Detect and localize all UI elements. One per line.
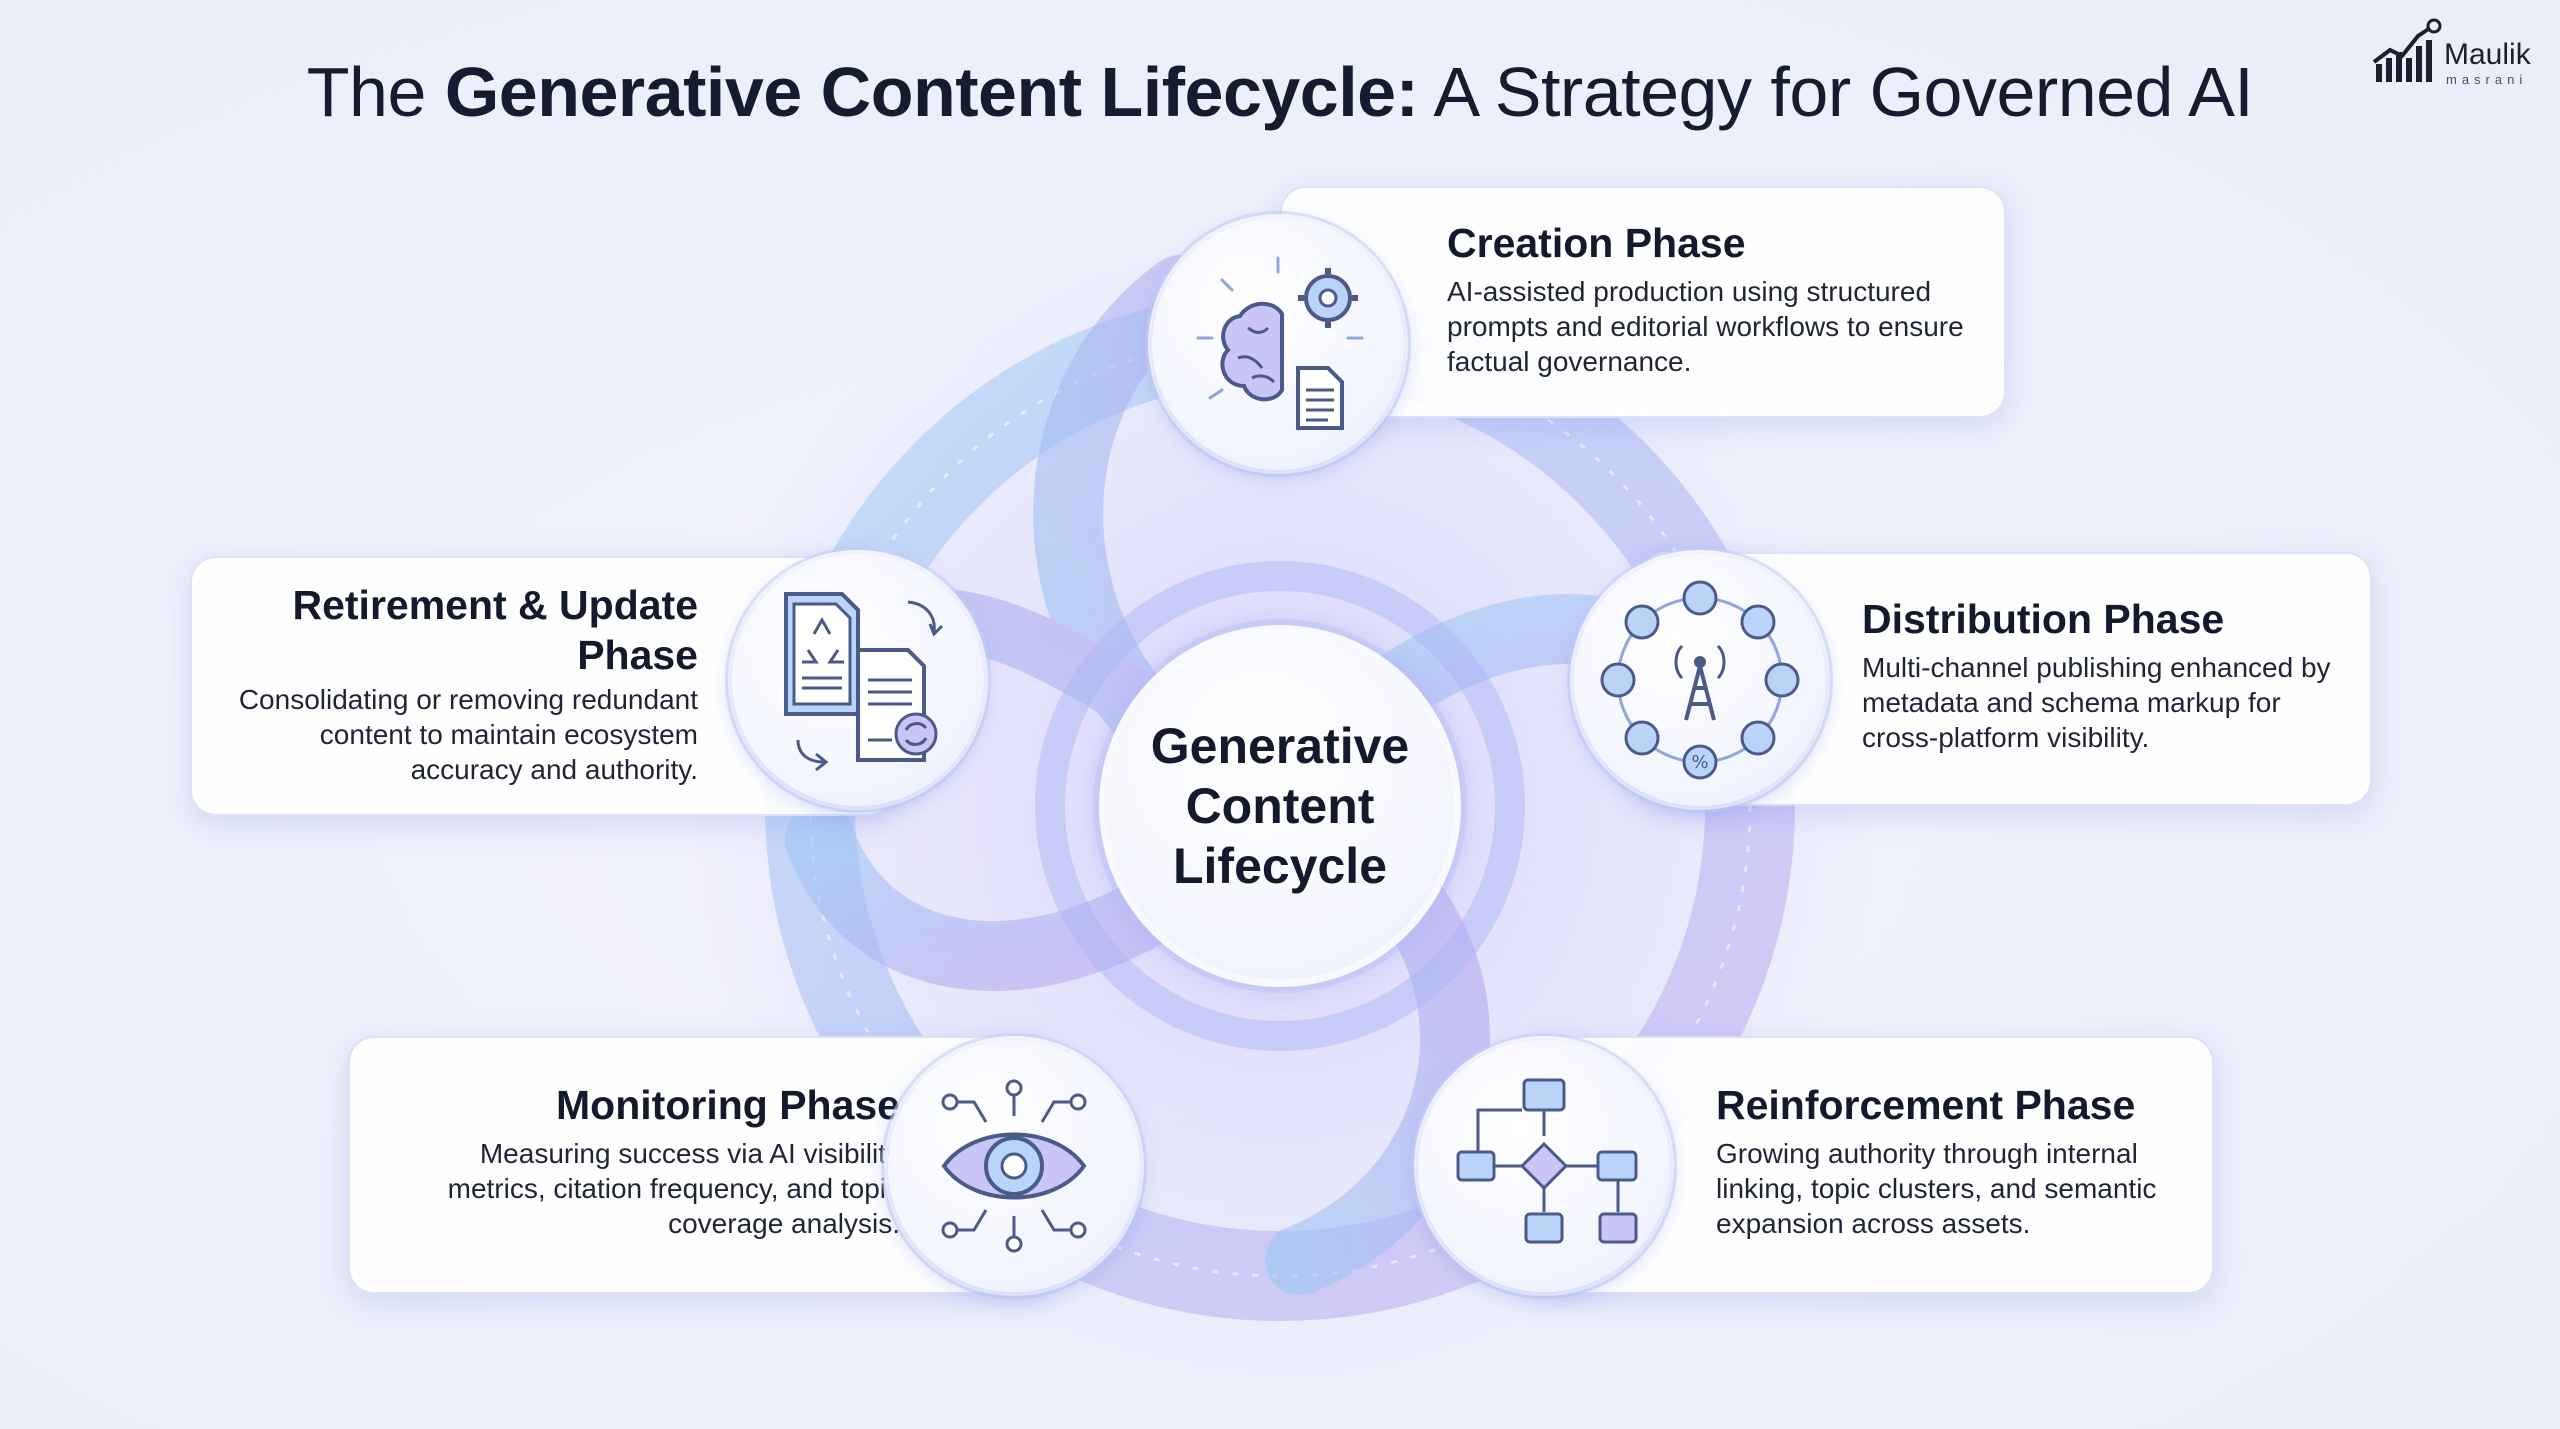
chart-logo-icon (2372, 18, 2442, 82)
distribution-phase-description: Multi-channel publishing enhanced by met… (1862, 652, 2331, 753)
distribution-phase-heading: Distribution Phase (1862, 596, 2225, 642)
broadcast-tower-icon: % (1600, 580, 1800, 780)
title-bold: Generative Content Lifecycle: (444, 53, 1419, 131)
svg-text:%: % (1691, 752, 1708, 773)
monitoring-phase-description: Measuring success via AI visibility metr… (447, 1138, 900, 1239)
center-hub: Generative Content Lifecycle (1107, 633, 1453, 979)
center-label: Generative Content Lifecycle (1150, 718, 1410, 894)
creation-phase-heading: Creation Phase (1447, 220, 1746, 266)
creation-icon-circle (1152, 218, 1404, 470)
eye-network-icon (941, 1079, 1087, 1253)
creation-phase-description: AI-assisted production using structured … (1447, 276, 1964, 377)
inner-ring (1035, 561, 1525, 1051)
reinforcement-icon-circle (1418, 1040, 1670, 1292)
reinforcement-phase-description: Growing authority through internal linki… (1716, 1138, 2157, 1239)
distribution-icon-circle: % (1574, 554, 1826, 806)
brain-gear-document-icon (1196, 256, 1364, 430)
monitoring-phase-heading: Monitoring Phase (556, 1082, 900, 1128)
monitoring-icon-circle (888, 1040, 1140, 1292)
retirement-phase-heading: Retirement & Update Phase (292, 582, 698, 678)
recycle-documents-icon (784, 592, 944, 772)
outer-ring-lines (808, 334, 1752, 1278)
flowchart-icon (1456, 1078, 1638, 1244)
logo-subtitle: masrani (2446, 72, 2528, 87)
logo-name: Maulik (2444, 38, 2531, 71)
brand-logo: Maulik masrani (2372, 18, 2542, 88)
creation-phase-card: Creation Phase AI-assisted production us… (1280, 186, 2006, 418)
title-prefix: The (306, 53, 445, 131)
retirement-icon-circle (732, 554, 984, 806)
title-suffix: A Strategy for Governed AI (1418, 53, 2254, 131)
retirement-phase-description: Consolidating or removing redundant cont… (238, 684, 698, 785)
reinforcement-phase-heading: Reinforcement Phase (1716, 1082, 2136, 1128)
page-title: The Generative Content Lifecycle: A Stra… (0, 52, 2560, 132)
